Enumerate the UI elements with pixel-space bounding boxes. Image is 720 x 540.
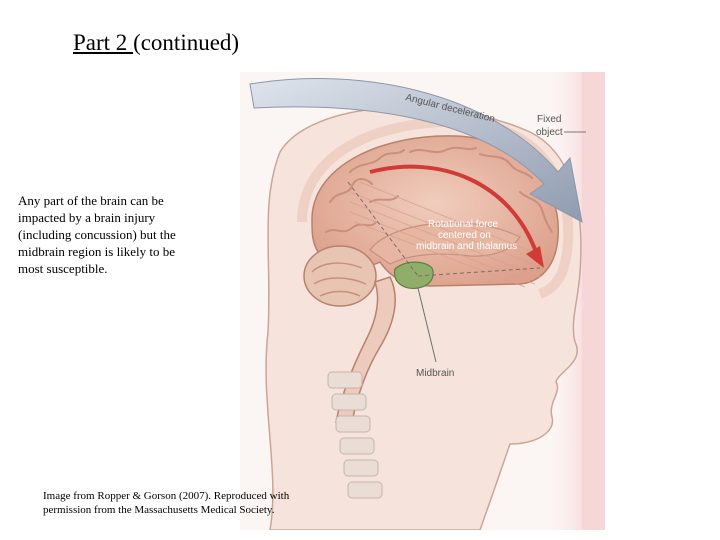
cerebellum (303, 245, 377, 307)
label-fixed-object-line1: Fixed (537, 114, 561, 125)
slide-title-rest: (continued) (133, 30, 240, 55)
corpus-callosum (369, 222, 521, 265)
angular-deceleration-arrow (249, 78, 583, 223)
midbrain-region (394, 261, 434, 289)
midbrain-leader-line (417, 287, 437, 363)
label-midbrain: Midbrain (416, 368, 454, 379)
image-credit: Image from Ropper & Gorson (2007). Repro… (43, 490, 290, 516)
slide-title: Part 2 (continued) (73, 30, 239, 56)
rotation-axis-lines (347, 181, 541, 277)
slide-title-underlined: Part 2 (73, 30, 134, 55)
brain-gyri (325, 146, 553, 260)
brain-injury-illustration: Angular deceleration Fixed object Rotati… (240, 72, 605, 530)
rotational-force-arrow (369, 164, 538, 253)
rotational-arrow-head (526, 246, 544, 268)
body-paragraph: Any part of the brain can be impacted by… (18, 193, 176, 276)
cerebellum-folds (311, 262, 367, 297)
label-rotational-force-line3: midbrain and thalamus (416, 241, 517, 252)
spinal-column (327, 371, 383, 499)
fixed-object-wall (582, 72, 605, 530)
label-rotational-force-line2: centered on (438, 230, 491, 241)
label-fixed-object-line2: object (536, 127, 563, 138)
rotational-striations (349, 181, 546, 288)
label-rotational-force-line1: Rotational force (428, 219, 498, 230)
